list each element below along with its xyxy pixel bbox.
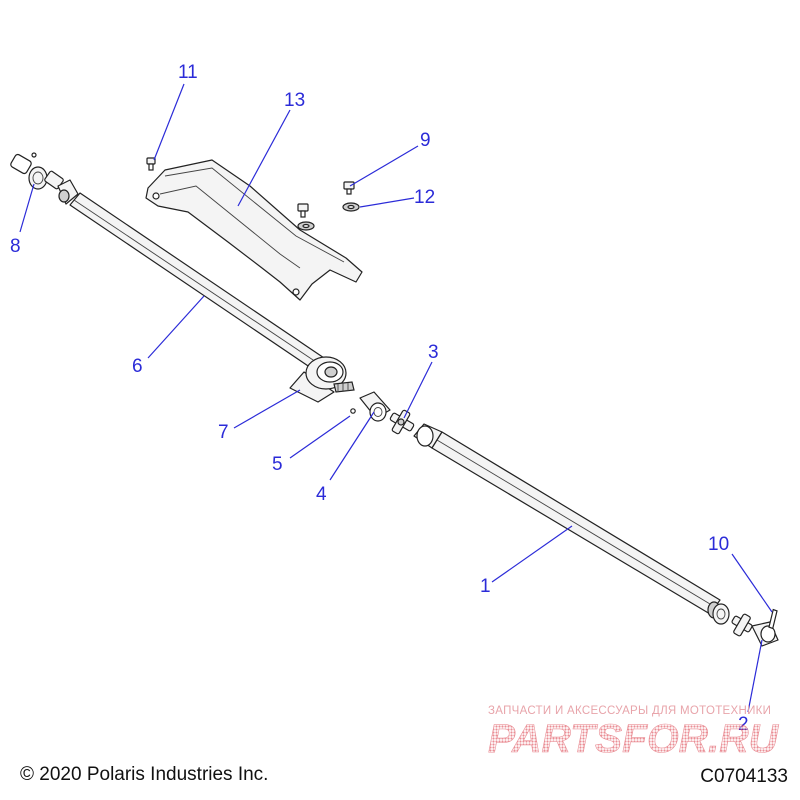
callout-10: 10 xyxy=(708,534,729,555)
callout-1: 1 xyxy=(480,576,491,597)
u-joint-cross xyxy=(389,409,415,435)
watermark-logo: PARTSFOR.RU xyxy=(488,717,780,760)
callout-4: 4 xyxy=(316,484,327,505)
callout-9: 9 xyxy=(420,130,431,151)
cover-bolt xyxy=(146,157,156,171)
prop-shaft-cover xyxy=(145,159,363,301)
callout-11: 11 xyxy=(178,62,198,83)
center-bearing xyxy=(289,356,355,403)
callouts: 1 2 3 4 5 6 7 8 9 10 11 12 13 xyxy=(10,62,749,735)
callout-5: 5 xyxy=(272,454,283,475)
svg-text:PARTSFOR.RU: PARTSFOR.RU xyxy=(488,717,779,760)
diagram-code: C0704133 xyxy=(700,766,788,787)
callout-2: 2 xyxy=(738,714,749,735)
copyright-text: © 2020 Polaris Industries Inc. xyxy=(20,764,269,785)
washer xyxy=(342,202,360,212)
callout-12: 12 xyxy=(414,187,435,208)
cover-bolt-lower xyxy=(297,203,315,231)
rear-prop-shaft xyxy=(413,423,730,625)
callout-3: 3 xyxy=(428,342,439,363)
front-yoke-assembly xyxy=(10,152,79,205)
bolt xyxy=(343,181,355,195)
retaining-pin xyxy=(768,608,778,630)
watermark-tagline: ЗАПЧАСТИ И АКСЕССУАРЫ ДЛЯ МОТОТЕХНИКИ xyxy=(488,705,772,717)
callout-8: 8 xyxy=(10,236,21,257)
leader-lines xyxy=(19,83,773,713)
callout-13: 13 xyxy=(284,90,305,111)
slip-yoke xyxy=(350,391,391,422)
callout-6: 6 xyxy=(132,356,143,377)
callout-7: 7 xyxy=(218,422,229,443)
